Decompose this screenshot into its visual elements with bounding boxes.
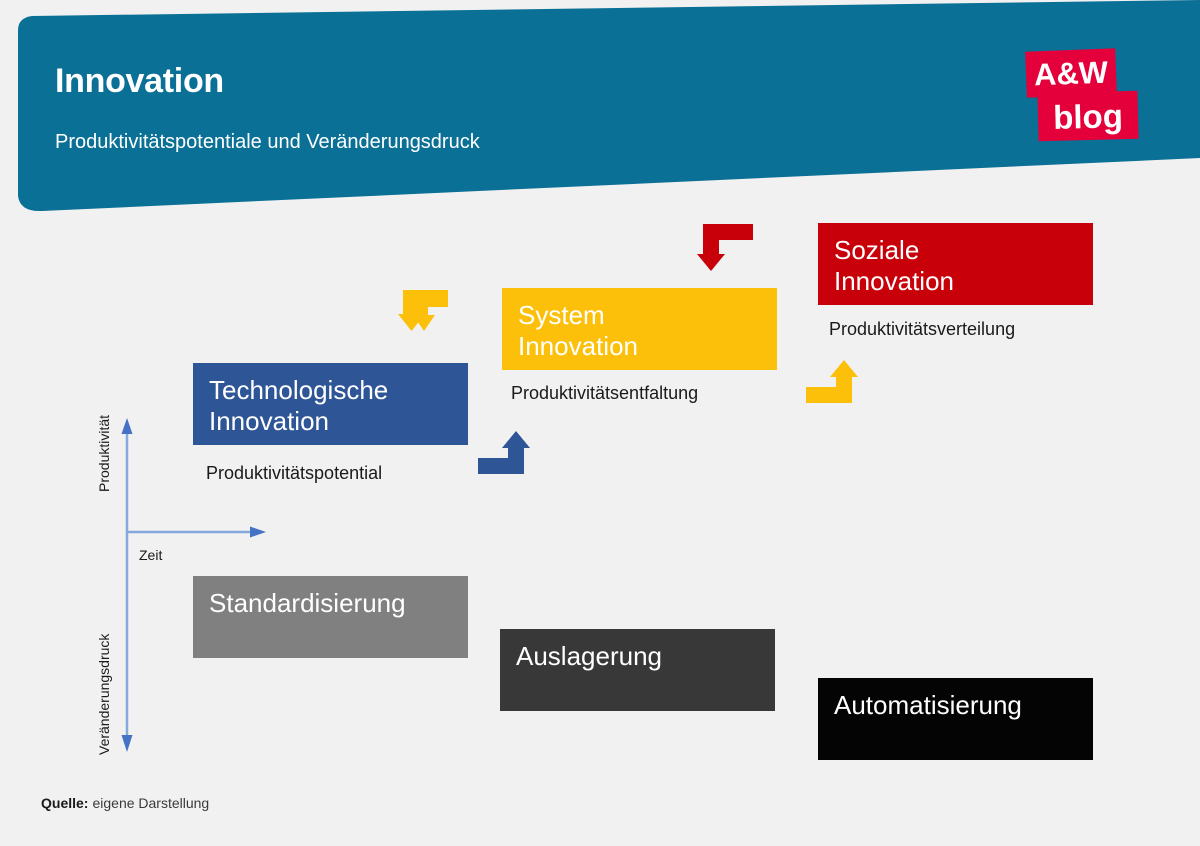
caption-produktivitaetspotential: Produktivitätspotential — [206, 463, 383, 483]
box-system-line1: System — [518, 300, 605, 330]
change-pressure-axis — [121, 532, 133, 752]
box-soziale-line2: Innovation — [834, 265, 954, 296]
box-technologische-line1: Technologische — [209, 375, 389, 405]
box-auslagerung[interactable]: Auslagerung — [500, 629, 775, 711]
axis-label-time: Zeit — [139, 547, 163, 563]
source-note: Quelle:eigene Darstellung — [41, 795, 209, 811]
red-down-arrow — [697, 224, 753, 271]
box-system-line2: Innovation — [518, 330, 638, 361]
time-axis — [127, 526, 266, 538]
box-technologische-line2: Innovation — [209, 405, 329, 436]
header-banner: Innovation Produktivitätspotentiale und … — [0, 0, 1200, 220]
box-automatisierung-label: Automatisierung — [834, 690, 1022, 720]
blue-up-arrow — [478, 431, 530, 474]
box-auslagerung-label: Auslagerung — [516, 641, 662, 671]
box-standardisierung-label: Standardisierung — [209, 588, 406, 618]
axis-label-productivity: Produktivität — [96, 414, 112, 492]
box-system-innovation[interactable]: System Innovation — [502, 288, 777, 370]
axis-label-change-pressure: Veränderungsdruck — [96, 633, 112, 755]
box-soziale-innovation[interactable]: Soziale Innovation — [818, 223, 1093, 305]
caption-produktivitaetsentfaltung: Produktivitätsentfaltung — [511, 383, 699, 403]
box-technologische-innovation[interactable]: Technologische Innovation — [193, 363, 468, 445]
box-automatisierung[interactable]: Automatisierung — [818, 678, 1093, 760]
caption-produktivitaetsverteilung: Produktivitätsverteilung — [829, 319, 1016, 339]
source-label: Quelle: — [41, 795, 89, 811]
banner-shape — [18, 0, 1200, 212]
productivity-axis — [121, 418, 133, 533]
logo-aw-text: A&W — [1025, 48, 1117, 98]
source-value: eigene Darstellung — [92, 795, 210, 811]
logo-blog-text: blog — [1037, 90, 1139, 142]
yellow-up-arrow — [806, 360, 858, 403]
page-title: Innovation — [55, 62, 224, 100]
page-subtitle: Produktivitätspotentiale und Veränderung… — [55, 131, 480, 153]
box-standardisierung[interactable]: Standardisierung — [193, 576, 468, 658]
yellow-down-arrow — [398, 290, 448, 331]
box-soziale-line1: Soziale — [834, 235, 920, 265]
aw-blog-logo[interactable]: A&W blog — [1022, 48, 1142, 146]
